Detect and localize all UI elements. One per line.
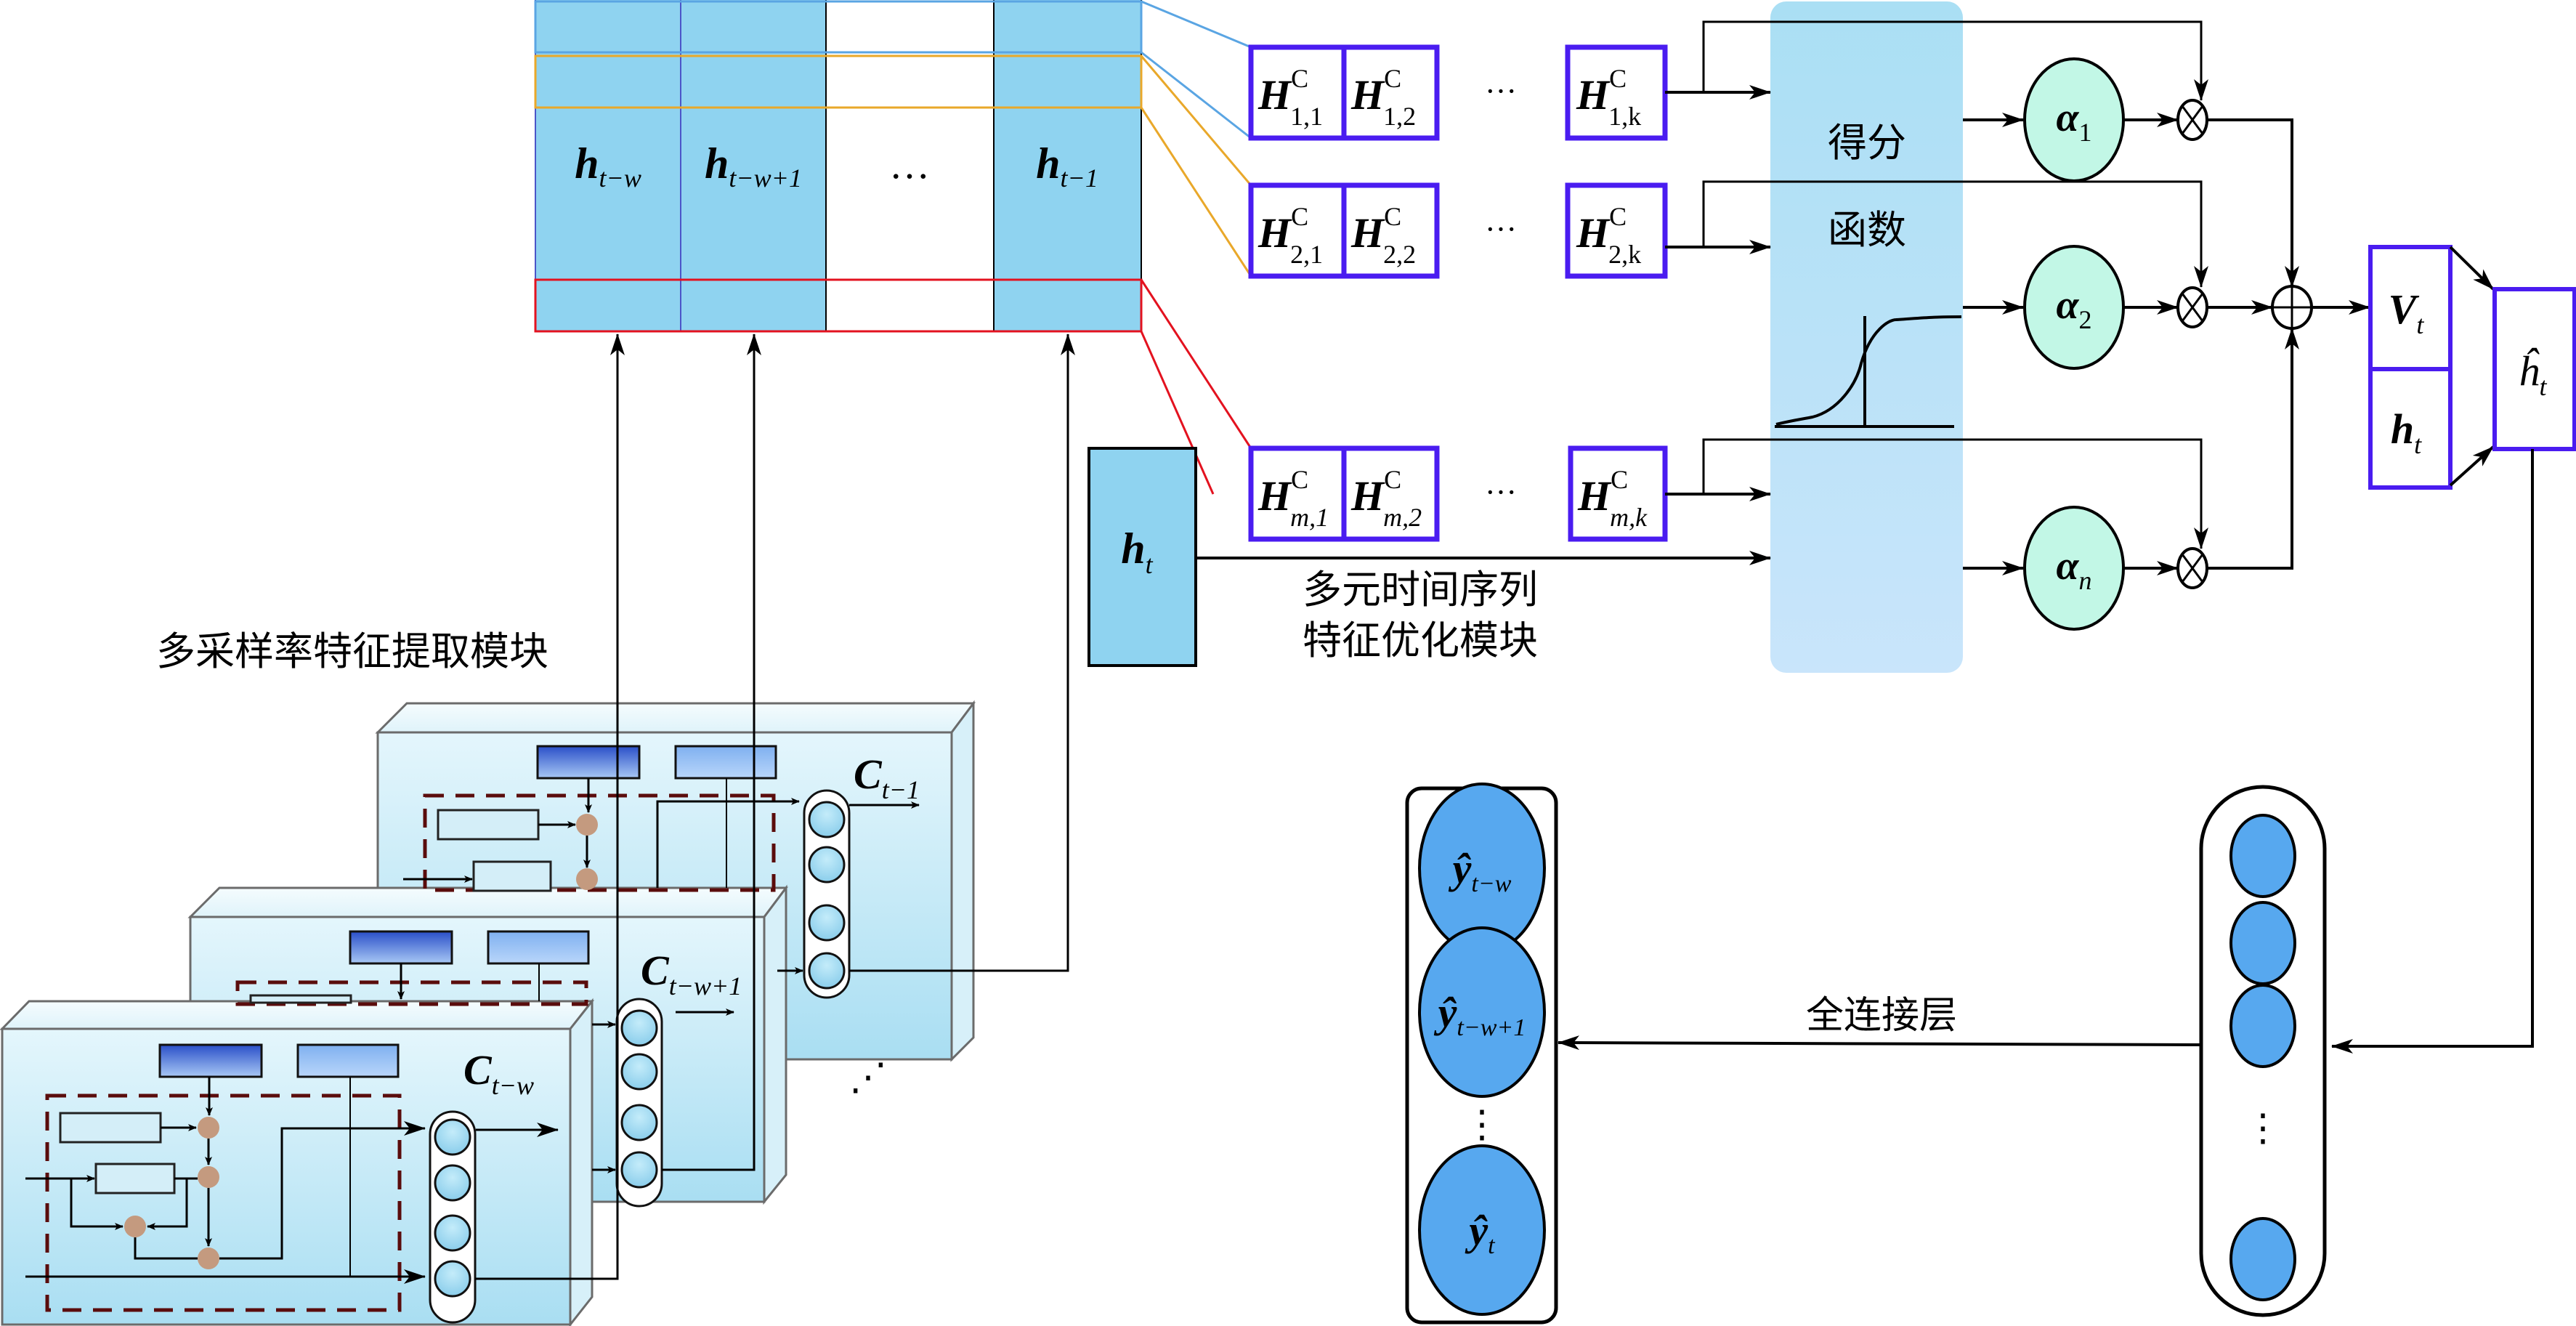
dense-neuron <box>2229 1217 2296 1301</box>
module-label: Ct−w+1 <box>641 947 742 1000</box>
add-icon <box>2271 285 2313 330</box>
module-to-matrix-arrows <box>475 333 1075 1280</box>
row-highlight-2 <box>534 54 1143 109</box>
alpha-label: αn <box>2057 543 2092 595</box>
hidden-vector-box <box>2368 367 2453 490</box>
row-highlight-1 <box>534 0 1143 54</box>
hidden-cell-label: ht−1 <box>1036 140 1098 193</box>
score-input-arrows <box>1196 20 2208 565</box>
output-neuron <box>1418 1144 1546 1316</box>
input-bar-dark <box>158 1043 263 1078</box>
enhanced-hidden-box <box>2492 287 2576 451</box>
multiply-operators <box>2176 99 2208 589</box>
module-label: Ct−w <box>463 1046 534 1100</box>
dense-neuron <box>2229 814 2296 898</box>
hidden-state-matrix: ht−w ht−w+1 … ht−1 <box>534 0 1143 333</box>
output-label: ŷt <box>1465 1207 1496 1259</box>
alpha-label: α1 <box>2057 95 2092 147</box>
current-hidden-state: ht <box>1087 447 1197 667</box>
input-bar-light <box>296 1043 400 1078</box>
output-label: ŷt−w+1 <box>1434 989 1526 1041</box>
input-bar-dark <box>536 745 641 780</box>
conv-ellipsis: ··· <box>1485 73 1517 109</box>
feature-optimization-module-label-2: 特征优化模块 <box>1303 618 1538 663</box>
module-label: Ct−1 <box>854 751 920 804</box>
output-ellipsis: ⋮ <box>1463 1104 1501 1146</box>
current-hidden-label: ht <box>1121 525 1153 579</box>
fc-arrow <box>1558 1035 2202 1051</box>
row-highlight-m <box>534 278 1143 333</box>
feature-extraction-module-label: 多采样率特征提取模块 <box>156 628 548 674</box>
hidden-vector-label: ht <box>2391 405 2422 459</box>
alpha-label: α2 <box>2057 283 2092 334</box>
module-c-t-1-internals: Ct−1 <box>403 745 920 999</box>
feature-optimization-module-label-1: 多元时间序列 <box>1303 567 1538 613</box>
hidden-cell-label: ht−w+1 <box>705 140 802 193</box>
gating-block <box>45 1093 402 1312</box>
fully-connected-label: 全连接层 <box>1806 994 1957 1038</box>
output-neuron <box>1418 926 1546 1098</box>
dense-ellipsis: ⋮ <box>2244 1108 2282 1149</box>
sigmoid-curve-icon <box>1775 315 1962 428</box>
module-ellipsis: ⋰ <box>849 1057 887 1099</box>
lstm-cell-stack <box>803 789 851 999</box>
score-function-label-2: 函数 <box>1828 207 1906 253</box>
enhanced-hidden-label: ĥt <box>2518 347 2547 401</box>
module-c-t-w-internals: Ct−w <box>25 1043 559 1324</box>
sum-operator <box>2207 118 2370 570</box>
dense-neuron <box>2229 984 2296 1068</box>
conv-ellipsis: ··· <box>1485 474 1517 510</box>
hidden-cell-ellipsis: … <box>889 142 930 187</box>
hhat-to-dense-arrow <box>2331 449 2534 1054</box>
conv-ellipsis: ··· <box>1485 211 1517 247</box>
input-bar-dark <box>349 930 453 965</box>
input-bar-light <box>487 930 590 965</box>
context-vector-label: Vt <box>2389 286 2425 339</box>
output-label: ŷt−w <box>1449 845 1512 897</box>
concat-block: Vt ht ĥt <box>2368 245 2576 490</box>
dense-neuron <box>2229 901 2296 985</box>
multiply-icon <box>2176 286 2208 328</box>
multiply-icon <box>2176 99 2208 141</box>
module-c-t-w-plus-1-internals: Ct−w+1 <box>235 930 742 1208</box>
attention-weights: α1 α2 αn <box>1963 57 2179 631</box>
dense-layer: ⋮ <box>2199 785 2327 1317</box>
output-layer: ŷt−w ŷt−w+1 ⋮ ŷt <box>1405 783 1558 1325</box>
score-function-label-1: 得分 <box>1828 120 1906 166</box>
hidden-cell-label: ht−w <box>575 140 641 193</box>
row-mapping-lines <box>1140 0 1252 495</box>
input-bar-light <box>674 745 777 780</box>
score-function-panel: 得分 函数 <box>1770 1 1963 673</box>
multiply-icon <box>2176 547 2208 589</box>
